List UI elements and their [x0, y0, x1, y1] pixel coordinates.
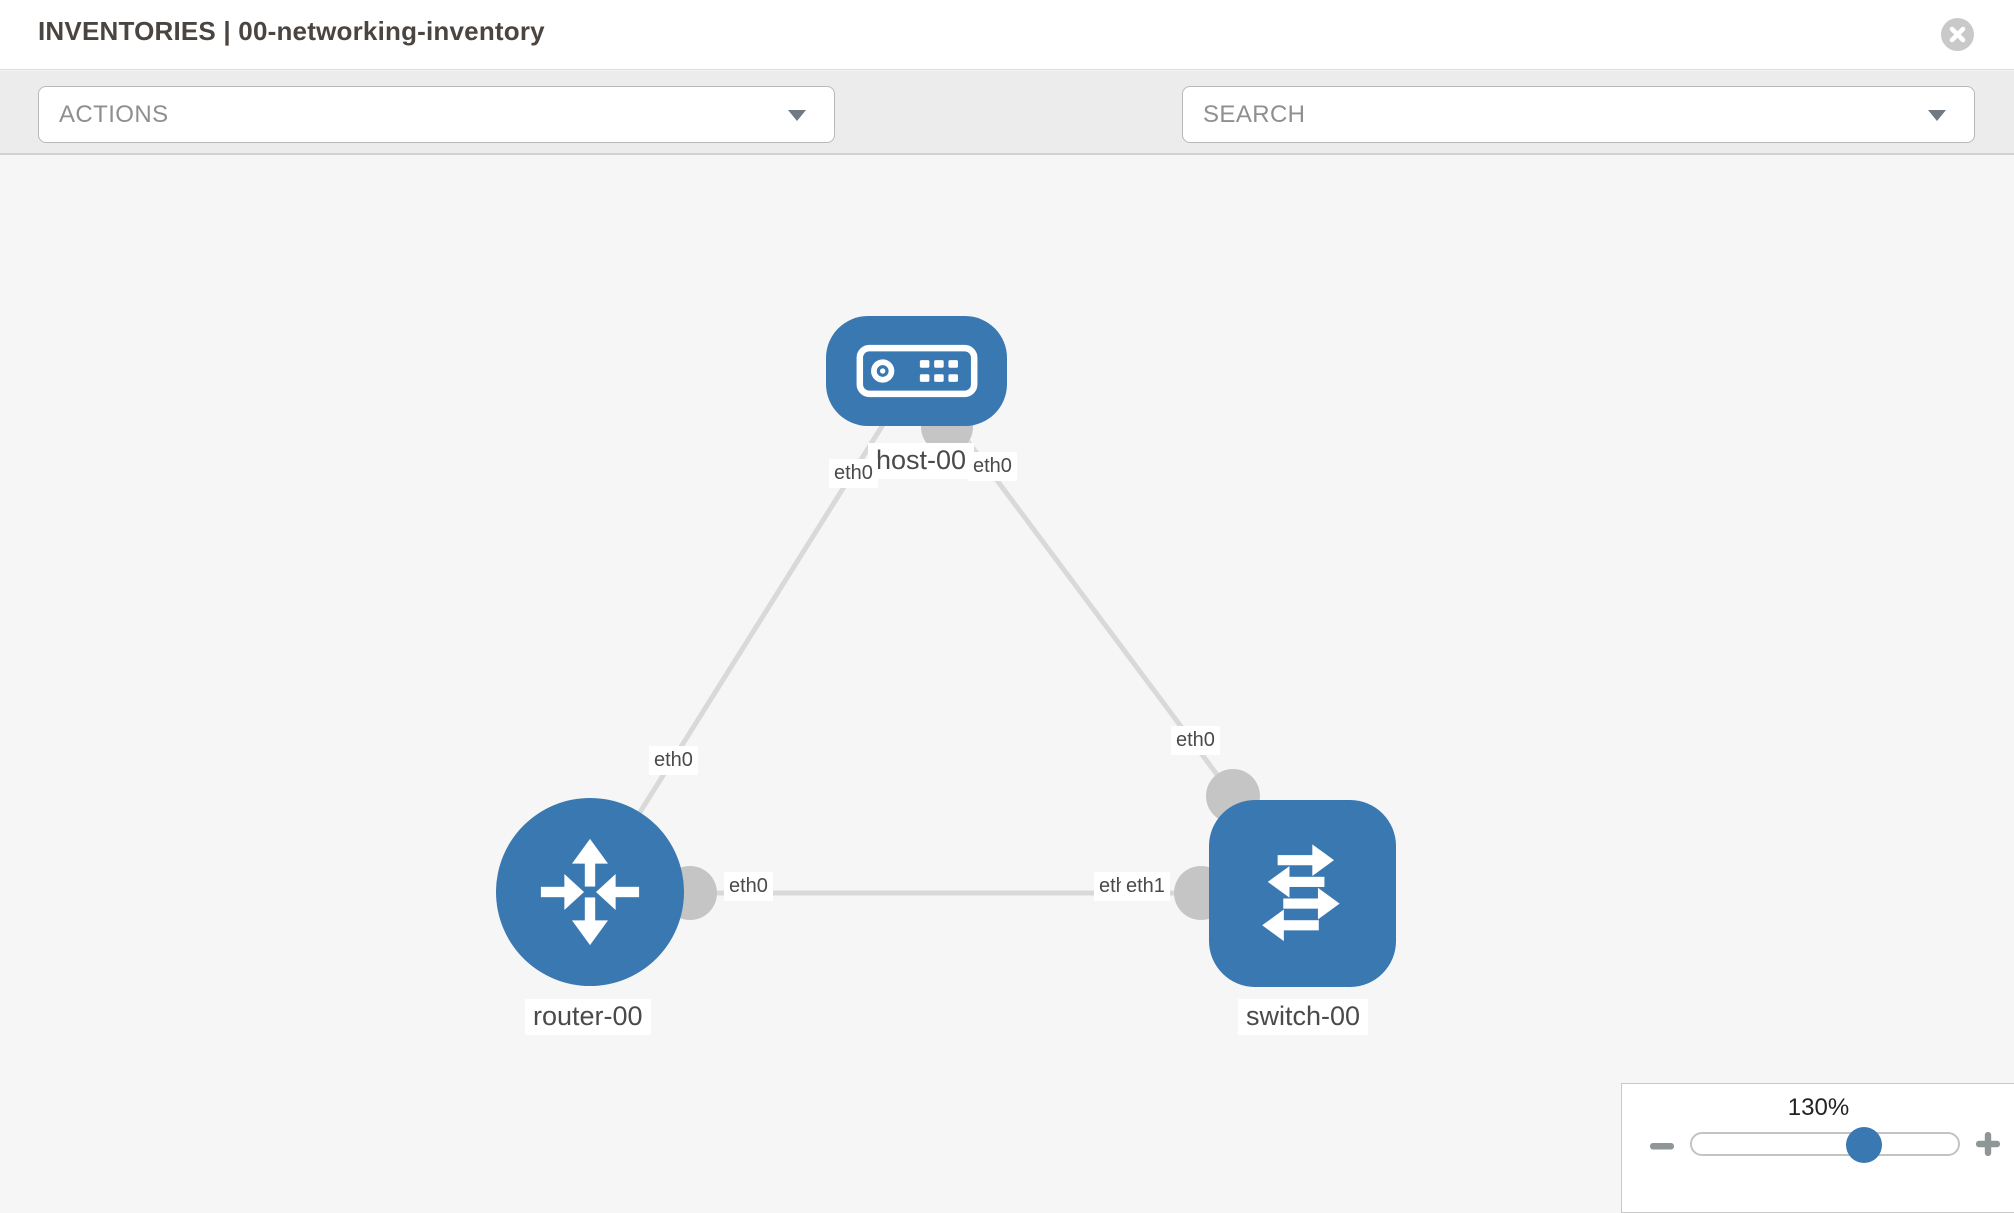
interface-label: eth1: [1121, 872, 1170, 901]
zoom-level-label: 130%: [1787, 1094, 1850, 1121]
zoom-out-button[interactable]: [1648, 1136, 1676, 1156]
interface-label: eth0: [724, 872, 773, 901]
actions-dropdown-label: ACTIONS: [59, 100, 169, 128]
minus-icon: [1650, 1143, 1674, 1150]
header: INVENTORIES | 00-networking-inventory: [0, 0, 2014, 70]
topology-canvas[interactable]: host-00 router-00 switch-00 eth0 eth0 et…: [0, 157, 2014, 1200]
switch-icon: [1261, 843, 1340, 941]
search-dropdown[interactable]: SEARCH: [1182, 86, 1975, 143]
chevron-down-icon: [1928, 109, 1946, 121]
topology-links-layer: [587, 370, 1302, 920]
zoom-slider-thumb[interactable]: [1845, 1127, 1882, 1163]
host-icon: [856, 344, 977, 398]
zoom-slider[interactable]: [1690, 1127, 1960, 1163]
chevron-down-icon: [788, 109, 806, 121]
node-label-host: host-00: [868, 443, 975, 479]
page-title: INVENTORIES | 00-networking-inventory: [38, 16, 545, 46]
node-label-switch: switch-00: [1238, 999, 1369, 1035]
zoom-panel: 130%: [1621, 1083, 2014, 1213]
search-placeholder: SEARCH: [1203, 100, 1306, 128]
toolbar: ACTIONS SEARCH: [0, 71, 2014, 205]
interface-label: eth0: [968, 452, 1017, 481]
interface-connectors: [663, 401, 1260, 920]
actions-dropdown[interactable]: ACTIONS: [38, 86, 835, 143]
interface-label: eth0: [1171, 726, 1220, 755]
router-icon: [540, 838, 640, 946]
interface-label: eth0: [829, 459, 878, 488]
zoom-in-button[interactable]: [1974, 1130, 2002, 1158]
plus-icon: [1976, 1132, 2000, 1156]
close-icon: [1949, 26, 1966, 43]
node-host-00[interactable]: [826, 316, 1007, 426]
node-switch-00[interactable]: [1209, 800, 1396, 987]
node-router-00[interactable]: [496, 798, 684, 986]
interface-label: eth0: [649, 746, 698, 775]
close-button[interactable]: [1941, 18, 1974, 51]
node-label-router: router-00: [525, 999, 651, 1035]
